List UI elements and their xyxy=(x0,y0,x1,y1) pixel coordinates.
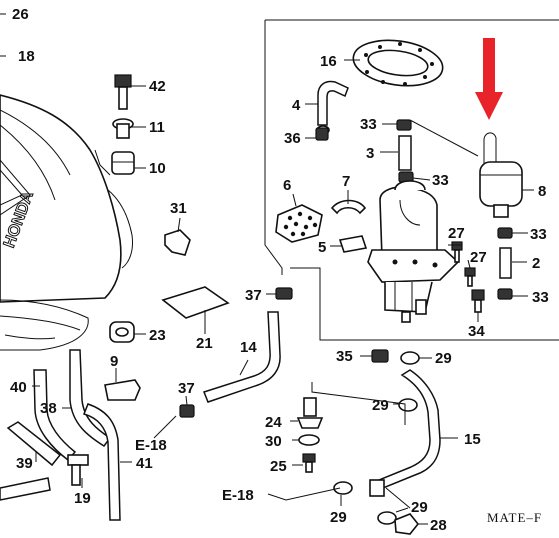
part-14-hose xyxy=(203,311,281,403)
part-41-hose xyxy=(82,403,121,521)
part-7-clip xyxy=(330,199,367,215)
part-33-clamp-upper xyxy=(497,227,513,239)
part-29-washer-a xyxy=(400,351,420,365)
callout-11: 11 xyxy=(149,119,165,136)
callout-27-a: 27 xyxy=(448,225,465,242)
callout-29-c: 29 xyxy=(330,509,347,526)
fuel-tank: HONDA xyxy=(0,94,133,351)
part-16-gasket xyxy=(352,39,444,87)
part-36-clamp xyxy=(315,127,329,141)
diagram-code: MATE–F xyxy=(487,510,542,525)
ref-e18-lower: E-18 xyxy=(222,487,254,504)
callout-15: 15 xyxy=(464,431,481,448)
callout-26: 26 xyxy=(12,6,29,23)
part-37-clamp-upper xyxy=(275,287,293,300)
callout-27-b: 27 xyxy=(470,249,487,266)
callout-37-a: 37 xyxy=(245,287,262,304)
callout-labels: 26 18 42 11 10 31 16 4 33 36 3 6 7 33 8 … xyxy=(10,6,549,534)
part-42-bolt xyxy=(114,74,132,110)
part-15-fuel-line xyxy=(372,369,441,491)
part-3-hose xyxy=(398,135,412,171)
callout-24: 24 xyxy=(265,414,282,431)
callout-40: 40 xyxy=(10,379,27,396)
part-8-fuel-filter xyxy=(479,132,523,218)
part-21-pad xyxy=(161,286,230,319)
callout-21: 21 xyxy=(196,335,213,352)
part-6-filter-screen xyxy=(275,204,323,243)
callout-5: 5 xyxy=(318,239,326,256)
red-indicator-arrow xyxy=(475,38,503,120)
callout-8: 8 xyxy=(538,183,546,200)
callout-4: 4 xyxy=(292,97,301,114)
part-28-nut xyxy=(394,513,420,535)
callout-7: 7 xyxy=(342,173,350,190)
callout-29-d: 29 xyxy=(411,499,428,516)
part-29-washer-d xyxy=(377,511,397,525)
callout-42: 42 xyxy=(149,78,166,95)
part-9-clip xyxy=(104,379,141,401)
callout-14: 14 xyxy=(240,339,257,356)
part-38-hose xyxy=(69,349,112,448)
callout-31: 31 xyxy=(170,200,187,217)
callout-10: 10 xyxy=(149,160,166,177)
part-19-clamp xyxy=(67,454,89,486)
callout-38: 38 xyxy=(40,400,57,417)
leader-lines xyxy=(0,13,534,525)
callout-33-b: 33 xyxy=(432,172,449,189)
pump-assembly-box xyxy=(264,19,559,341)
callout-33-a: 33 xyxy=(360,116,377,133)
callout-34: 34 xyxy=(468,323,485,340)
part-34-bolt xyxy=(471,289,485,313)
part-27-bolt-b xyxy=(464,267,476,287)
callout-33-d: 33 xyxy=(532,289,549,306)
part-29-washer-b xyxy=(398,398,418,412)
fuel-pump-body xyxy=(367,180,460,323)
part-11-collar xyxy=(112,118,134,139)
arrow-shaft xyxy=(483,38,495,98)
callout-2: 2 xyxy=(532,255,540,272)
callout-25: 25 xyxy=(270,458,287,475)
part-10-rubber xyxy=(111,151,135,175)
part-33-clamp-top xyxy=(396,119,412,131)
part-29-washer-c xyxy=(333,481,353,495)
callout-29-b: 29 xyxy=(372,397,389,414)
part-15-fitting xyxy=(369,479,385,497)
callout-28: 28 xyxy=(430,517,447,534)
part-27-bolt-a xyxy=(451,241,463,263)
callout-19: 19 xyxy=(74,490,91,507)
callout-39: 39 xyxy=(16,455,33,472)
callout-41: 41 xyxy=(136,455,153,472)
callout-16: 16 xyxy=(320,53,337,70)
part-31-bracket xyxy=(164,229,191,256)
part-4-hose xyxy=(317,80,349,126)
part-24-bolt xyxy=(296,397,324,429)
part-39-hose xyxy=(6,421,62,467)
part-25-bolt xyxy=(302,453,316,473)
callout-33-c: 33 xyxy=(530,226,547,243)
part-2-hose xyxy=(499,247,512,279)
callout-3: 3 xyxy=(366,145,374,162)
callout-23: 23 xyxy=(149,327,166,344)
part-33-clamp-lower xyxy=(497,288,513,300)
arrow-head xyxy=(475,92,503,120)
callout-9: 9 xyxy=(110,353,118,370)
callout-30: 30 xyxy=(265,433,282,450)
callout-29-a: 29 xyxy=(435,350,452,367)
callout-37-b: 37 xyxy=(178,380,195,397)
part-23-grommet xyxy=(109,321,135,343)
callout-18-top: 18 xyxy=(18,48,35,65)
part-18-hose-left xyxy=(0,477,51,501)
callout-6: 6 xyxy=(283,177,291,194)
callout-36: 36 xyxy=(284,130,301,147)
part-37-clamp-lower xyxy=(179,404,195,418)
ref-e18-upper: E-18 xyxy=(135,437,167,454)
part-5-bracket xyxy=(338,235,368,253)
part-30-washer xyxy=(298,434,320,446)
part-35-nut xyxy=(371,349,389,363)
callout-35: 35 xyxy=(336,348,353,365)
